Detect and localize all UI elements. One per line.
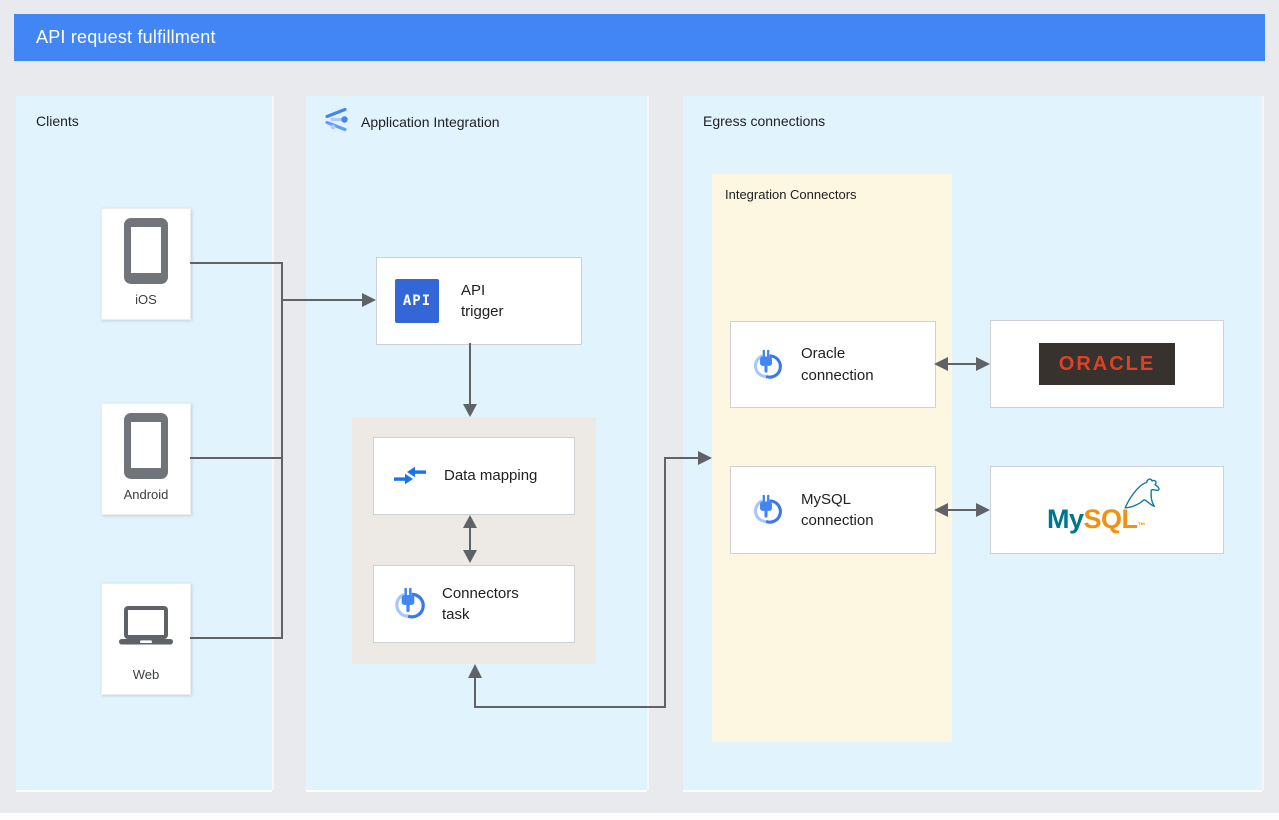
- connectors-task-node: Connectors task: [373, 565, 575, 643]
- egress-connections-panel: Egress connections Integration Connector…: [683, 96, 1262, 790]
- client-label: iOS: [135, 292, 157, 307]
- smartphone-icon: [124, 404, 168, 487]
- integration-connector-icon: [747, 348, 785, 382]
- egress-panel-label: Egress connections: [703, 113, 826, 129]
- mysql-database-node: MySQL™: [990, 466, 1224, 554]
- api-badge-text: API: [402, 293, 432, 309]
- clients-panel-label: Clients: [36, 113, 79, 129]
- oracle-logo: ORACLE: [1039, 343, 1175, 385]
- application-integration-header: Application Integration: [320, 106, 500, 138]
- diagram-title: API request fulfillment: [36, 27, 216, 47]
- bottom-strip: [0, 813, 1279, 820]
- application-integration-icon: [320, 106, 350, 138]
- mysql-dolphin-icon: [1119, 477, 1165, 516]
- mysql-wordmark: MySQL™: [1047, 504, 1146, 534]
- integration-connectors-label: Integration Connectors: [725, 187, 857, 202]
- mysql-connection-label: MySQL connection: [801, 490, 874, 529]
- api-trigger-node: API API trigger: [376, 257, 582, 345]
- clients-panel: Clients iOS Android: [16, 96, 272, 790]
- oracle-database-node: ORACLE: [990, 320, 1224, 408]
- integration-connector-icon: [747, 493, 785, 527]
- smartphone-icon: [124, 209, 168, 292]
- integration-connector-icon: [388, 586, 428, 622]
- laptop-icon: [119, 584, 173, 667]
- client-label: Web: [132, 667, 160, 682]
- data-mapping-label: Data mapping: [444, 467, 538, 485]
- api-trigger-icon: API: [395, 279, 439, 323]
- integration-connectors-box: Integration Connectors: [712, 174, 952, 742]
- data-mapping-node: Data mapping: [373, 437, 575, 515]
- application-integration-label: Application Integration: [361, 114, 500, 130]
- oracle-connection-label: Oracle connection: [801, 345, 874, 384]
- diagram-title-bar: API request fulfillment: [14, 14, 1265, 61]
- client-card-ios: iOS: [101, 208, 191, 320]
- connectors-task-label: Connectors task: [442, 584, 519, 623]
- data-mapping-icon: [390, 465, 430, 487]
- mysql-logo: MySQL™: [1047, 478, 1167, 535]
- oracle-logo-text: ORACLE: [1058, 352, 1156, 375]
- oracle-connection-node: Oracle connection: [730, 321, 936, 408]
- client-card-android: Android: [101, 403, 191, 515]
- api-trigger-label: API trigger: [461, 281, 504, 320]
- mysql-connection-node: MySQL connection: [730, 466, 936, 554]
- client-card-web: Web: [101, 583, 191, 695]
- client-label: Android: [123, 487, 169, 502]
- application-integration-panel: Application Integration API API trigger: [306, 96, 647, 790]
